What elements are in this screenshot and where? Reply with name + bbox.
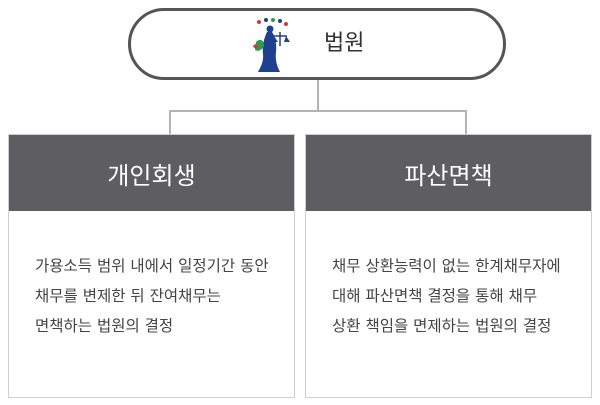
branch-title: 개인회생 [9,135,294,211]
branch-description: 가용소득 범위 내에서 일정기간 동안 채무를 변제한 뒤 잔여채무는 면책하는… [35,257,269,335]
connector-horizontal [169,110,466,112]
connector-left-branch [169,110,171,134]
court-emblem-icon [253,18,290,72]
branch-box-personal-rehabilitation: 개인회생 가용소득 범위 내에서 일정기간 동안 채무를 변제한 뒤 잔여채무는… [8,134,295,398]
root-node-pill [128,8,506,80]
root-node-label: 법원 [324,31,365,56]
branch-box-bankruptcy-discharge: 파산면책 채무 상환능력이 없는 한계채무자에 대해 파산면책 결정을 통해 채… [305,134,592,398]
branch-description: 채무 상환능력이 없는 한계채무자에 대해 파산면책 결정을 통해 채무 상환 … [332,257,561,335]
branch-title: 파산면책 [306,135,591,211]
connector-right-branch [465,110,467,134]
connector-root-down [317,80,319,110]
